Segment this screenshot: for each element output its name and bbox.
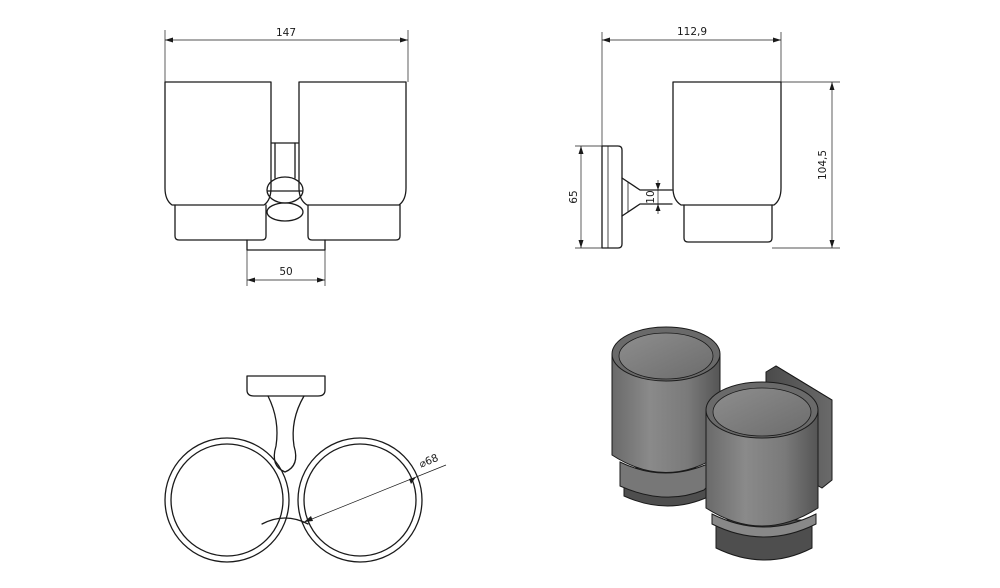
dimension-label-50: 50 [279, 266, 292, 278]
render-front-cup [705, 381, 819, 527]
top-bridge [267, 395, 305, 473]
dimension-front-width: 147 [164, 27, 409, 82]
dimension-label-10: 10 [645, 190, 657, 203]
dimension-side-height: 104,5 [772, 81, 840, 249]
top-wall-plate [246, 375, 326, 397]
top-left-ring [164, 437, 290, 563]
side-arm [621, 177, 673, 217]
dimension-label-diameter: ⌀68 [418, 452, 441, 471]
render-back-cup [611, 326, 721, 473]
dimension-arm-thickness: 10 [645, 180, 661, 214]
top-view: ⌀68 [164, 375, 447, 563]
isometric-render [611, 326, 833, 561]
dimension-front-bracket: 50 [246, 250, 326, 286]
front-center-bracket [246, 142, 326, 251]
dimension-label-147: 147 [276, 27, 296, 39]
dimension-label-104-5: 104,5 [817, 150, 829, 180]
dimension-side-depth: 112,9 [601, 26, 782, 146]
side-view: 112,9 65 [568, 26, 840, 249]
side-wall-plate [601, 145, 623, 249]
side-cup [672, 81, 782, 243]
dimension-label-65: 65 [568, 190, 580, 203]
dimension-cup-diameter: ⌀68 [301, 452, 447, 524]
front-view: 147 50 [164, 27, 409, 286]
dimension-label-112-9: 112,9 [677, 26, 707, 38]
dimension-plate-height: 65 [568, 145, 602, 249]
front-left-cup [164, 81, 272, 241]
front-right-cup [298, 81, 407, 241]
top-right-ring [297, 437, 423, 563]
